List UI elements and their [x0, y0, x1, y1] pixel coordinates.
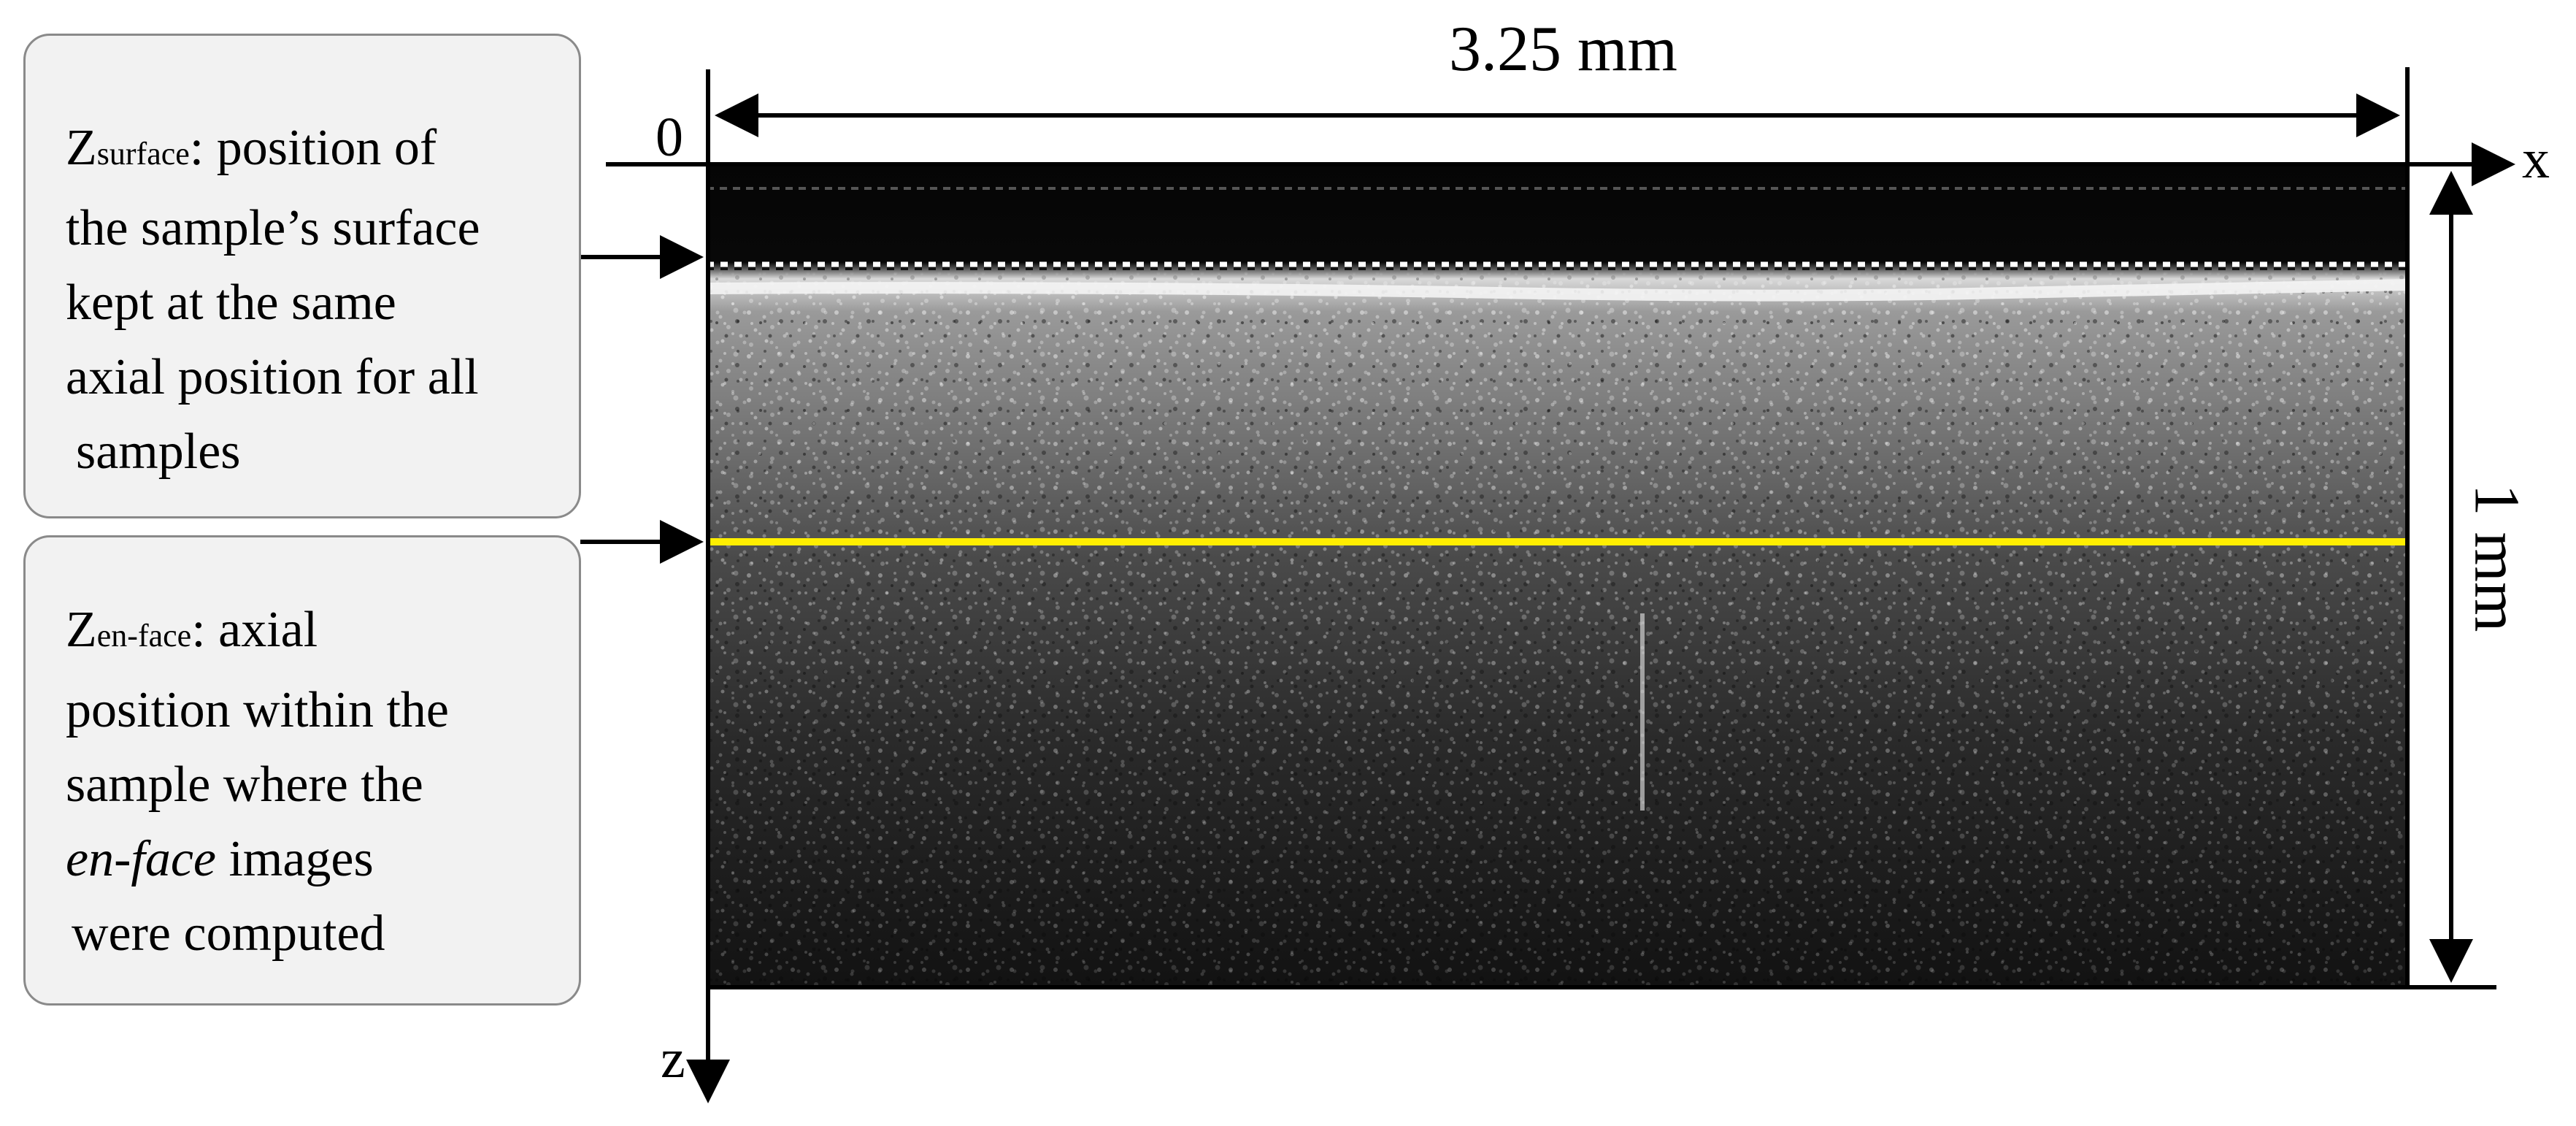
oct-bscan-image [706, 164, 2408, 987]
enface-callout-box [23, 535, 581, 1006]
surface-reflection [706, 279, 2408, 302]
surface-callout-line2: the sample’s surface [66, 200, 480, 256]
surface-callout-line1: Zsurface: position of [66, 120, 437, 176]
enface-callout-line1: Zen-face: axial [66, 602, 318, 658]
x-axis-label: x [2522, 129, 2550, 190]
surface-callout-text: Zsurface: position of the sample’s surfa… [66, 111, 480, 489]
depth-dimension-label: 1 mm [2461, 483, 2532, 632]
surface-callout-box [23, 34, 581, 518]
z-axis-label: z [661, 1028, 685, 1089]
enface-callout-line5: were computed [72, 905, 385, 962]
width-dimension-label: 3.25 mm [1449, 14, 1677, 85]
enface-callout-line3: sample where the [66, 757, 423, 813]
enface-callout-line2: position within the [66, 682, 449, 738]
surface-callout-line4: axial position for all [66, 349, 479, 405]
origin-label: 0 [655, 107, 683, 168]
enface-callout-line4: en-face images [66, 831, 374, 887]
surface-callout-line3: kept at the same [66, 275, 396, 331]
enface-callout-text: Zen-face: axial position within the samp… [66, 593, 449, 971]
surface-callout-line5: samples [76, 424, 241, 480]
